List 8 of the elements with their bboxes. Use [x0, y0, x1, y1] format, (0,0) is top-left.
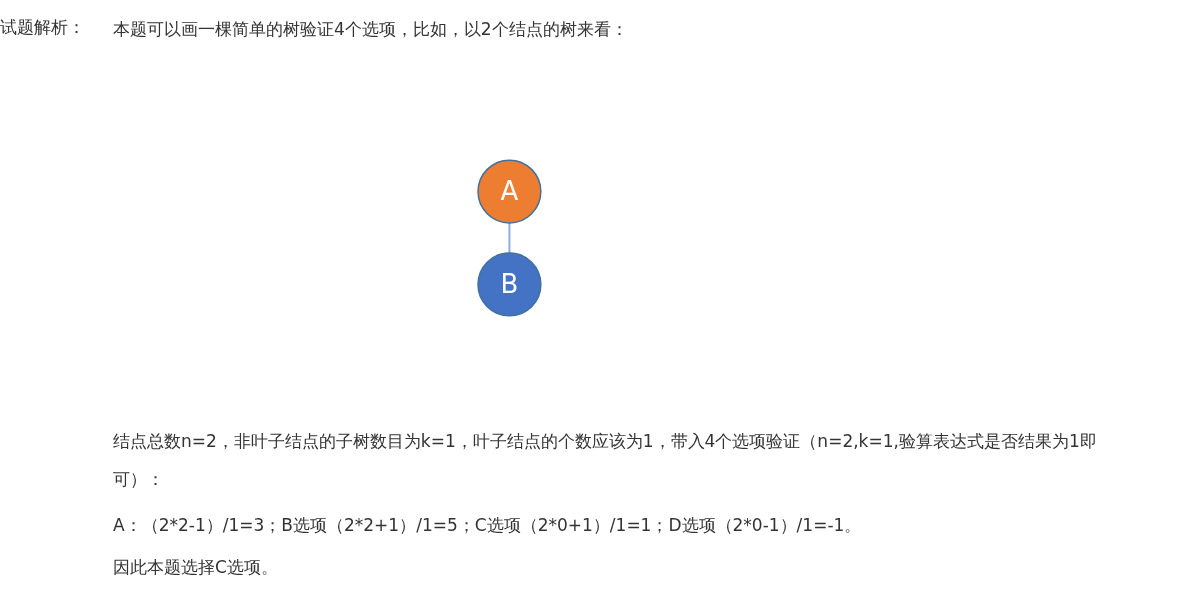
explanation-paragraph: 结点总数n=2，非叶子结点的子树数目为k=1，叶子结点的个数应该为1，带入4个选项验证（n=2,k=1,验算表达式是否结果为1即可）：	[113, 430, 1098, 491]
conclusion-text: 因此本题选择C选项。	[113, 556, 278, 579]
connector	[508, 222, 511, 254]
node-circle: A	[477, 159, 542, 224]
node-circle: B	[477, 252, 542, 317]
section-heading: 试题解析：	[0, 16, 85, 39]
calculation-text: A：（2*2-1）/1=3；B选项（2*2+1）/1=5；C选项（2*0+1）/1=1；D选项（2*0-1）/1=-1。	[113, 514, 862, 537]
intro-text: 本题可以画一棵简单的树验证4个选项，比如，以2个结点的树来看：	[113, 18, 628, 41]
